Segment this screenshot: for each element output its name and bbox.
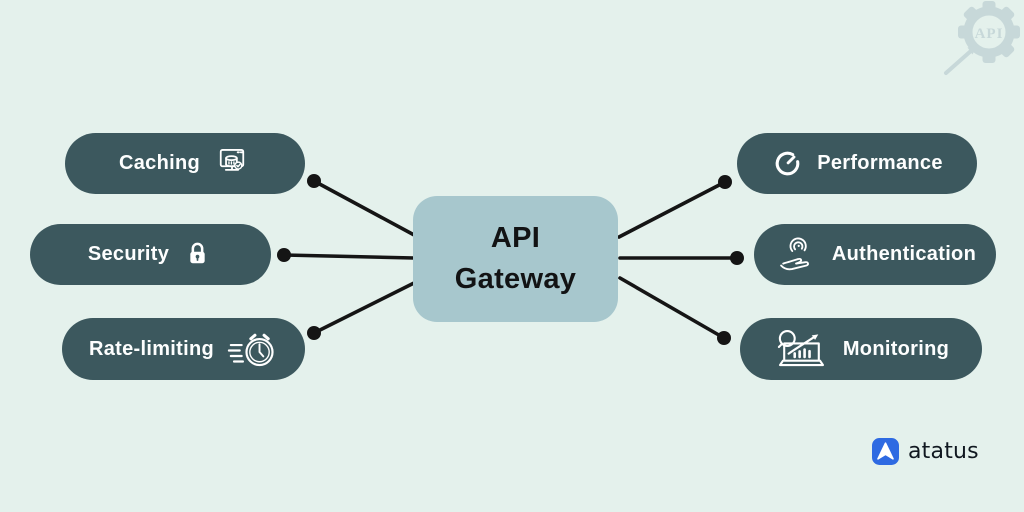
- connector-performance: [617, 180, 727, 239]
- api-gateway-label-line2: Gateway: [454, 263, 577, 295]
- browser-cache-icon: [219, 148, 245, 171]
- connector-dot: [718, 175, 732, 189]
- gear-api-label: API: [975, 26, 1004, 42]
- atatus-logo-text: atatus: [908, 438, 979, 464]
- gauge-icon: [775, 151, 800, 176]
- connector-security: [282, 253, 416, 260]
- connector-dot: [277, 248, 291, 262]
- node-caching: Caching: [65, 133, 305, 194]
- api-gateway-node: API Gateway: [413, 196, 618, 322]
- node-monitoring-label: Monitoring: [842, 337, 950, 360]
- analytics-laptop-icon: [777, 330, 824, 367]
- node-security: Security: [30, 224, 271, 285]
- node-performance-label: Performance: [817, 152, 943, 174]
- node-caching-label: Caching: [119, 152, 200, 174]
- gear-arrow-icon: [944, 45, 977, 75]
- connector-caching: [312, 179, 418, 238]
- lock-icon: [190, 242, 205, 264]
- connector-monitoring: [618, 276, 726, 340]
- api-gateway-label-line1: API: [490, 222, 541, 254]
- node-security-label: Security: [87, 243, 170, 265]
- node-rate-limiting-label: Rate-limiting: [88, 337, 214, 360]
- fingerprint-hand-icon: [780, 237, 809, 270]
- connector-dot: [307, 174, 321, 188]
- connector-dot: [717, 331, 731, 345]
- stopwatch-icon: [227, 333, 274, 366]
- node-authentication-label: Authentication: [831, 243, 977, 265]
- api-gear-watermark-icon: API: [944, 1, 1020, 75]
- node-performance: Performance: [737, 133, 977, 194]
- node-monitoring: Monitoring: [740, 318, 982, 380]
- connector-dot: [307, 326, 321, 340]
- node-authentication: Authentication: [754, 224, 996, 285]
- connector-dot: [730, 251, 744, 265]
- connector-rate-limiting: [312, 281, 416, 335]
- atatus-logo-icon: [872, 437, 899, 465]
- node-rate-limiting: Rate-limiting: [62, 318, 305, 380]
- atatus-logo: atatus: [872, 436, 979, 466]
